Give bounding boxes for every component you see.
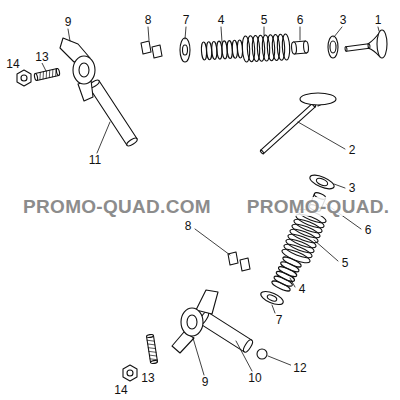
callout-number: 5 <box>340 257 351 269</box>
valve-cotter <box>240 258 250 271</box>
callout-number: 13 <box>139 372 156 384</box>
adjuster-screw <box>149 355 156 357</box>
circlip <box>257 349 267 359</box>
adjuster-screw <box>148 347 155 349</box>
spring-retainer <box>180 38 190 62</box>
callout-number: 2 <box>347 144 358 156</box>
callout-number: 14 <box>112 384 129 396</box>
rocker-arm <box>60 38 95 101</box>
valve-cotter <box>228 252 238 265</box>
callout-number: 8 <box>183 220 194 232</box>
adjuster-screw <box>39 72 40 79</box>
adjuster-screw <box>55 69 56 76</box>
valve-cotter <box>141 41 151 54</box>
adjuster-screw <box>34 73 38 80</box>
valve-stem <box>345 47 347 52</box>
adjuster-screw <box>147 335 158 362</box>
callout-number: 13 <box>33 51 50 63</box>
outer-valve-spring <box>282 34 291 60</box>
valve-stem <box>346 44 370 52</box>
valve-stem <box>260 150 264 155</box>
valve-head <box>377 30 387 58</box>
spring-retainer <box>266 294 277 303</box>
callout-number: 3 <box>347 182 358 194</box>
adjuster-screw <box>52 70 53 77</box>
valve-stem-seal <box>291 42 297 54</box>
adjuster-screw <box>43 72 44 79</box>
spring-seat <box>330 41 336 53</box>
adjuster-screw <box>146 334 153 338</box>
valve-stem-seal <box>303 41 309 53</box>
callout-number: 3 <box>338 14 349 26</box>
callout-number: 6 <box>295 14 306 26</box>
callout-number: 6 <box>363 224 374 236</box>
callout-number: 7 <box>274 314 285 326</box>
spring-retainer <box>259 289 285 308</box>
valve-cotter <box>152 45 162 58</box>
rocker-shaft <box>242 339 254 354</box>
callout-number: 4 <box>216 14 227 26</box>
spring-seat <box>315 177 328 187</box>
callout-number: 5 <box>259 14 270 26</box>
callout-number: 14 <box>4 58 21 70</box>
adjuster-screw <box>148 343 155 345</box>
callout-number: 4 <box>297 283 308 295</box>
lock-nut <box>123 365 137 381</box>
adjuster-screw <box>35 69 59 81</box>
valve-stem <box>260 103 315 153</box>
callout-number: 12 <box>291 362 308 374</box>
adjuster-screw <box>150 358 157 360</box>
valve-head <box>300 93 336 105</box>
spring-seat <box>328 36 338 58</box>
adjuster-screw <box>147 340 154 342</box>
adjuster-screw <box>150 360 157 364</box>
rocker-shaft <box>89 81 137 146</box>
callout-number: 8 <box>143 14 154 26</box>
callout-number: 9 <box>63 16 74 28</box>
callout-number: 11 <box>87 154 103 166</box>
adjuster-screw <box>56 68 60 75</box>
adjuster-screw <box>149 351 156 353</box>
callout-number: 10 <box>246 372 263 384</box>
adjuster-screw <box>46 71 47 78</box>
callout-number: 9 <box>200 376 211 388</box>
lock-nut <box>17 70 31 86</box>
adjuster-screw <box>49 70 50 77</box>
spring-retainer <box>183 45 188 55</box>
spring-seat <box>308 172 336 191</box>
watermark: PROMO-QUAD. <box>247 197 390 216</box>
nut-hole <box>127 370 133 376</box>
callout-number: 1 <box>373 14 384 26</box>
rocker-shaft <box>200 312 252 352</box>
callout-number: 7 <box>181 14 192 26</box>
watermark: PROMO-QUAD.COM <box>23 197 211 216</box>
rocker-shaft <box>126 137 139 148</box>
nut-hole <box>21 75 27 81</box>
inner-valve-spring <box>271 279 292 292</box>
